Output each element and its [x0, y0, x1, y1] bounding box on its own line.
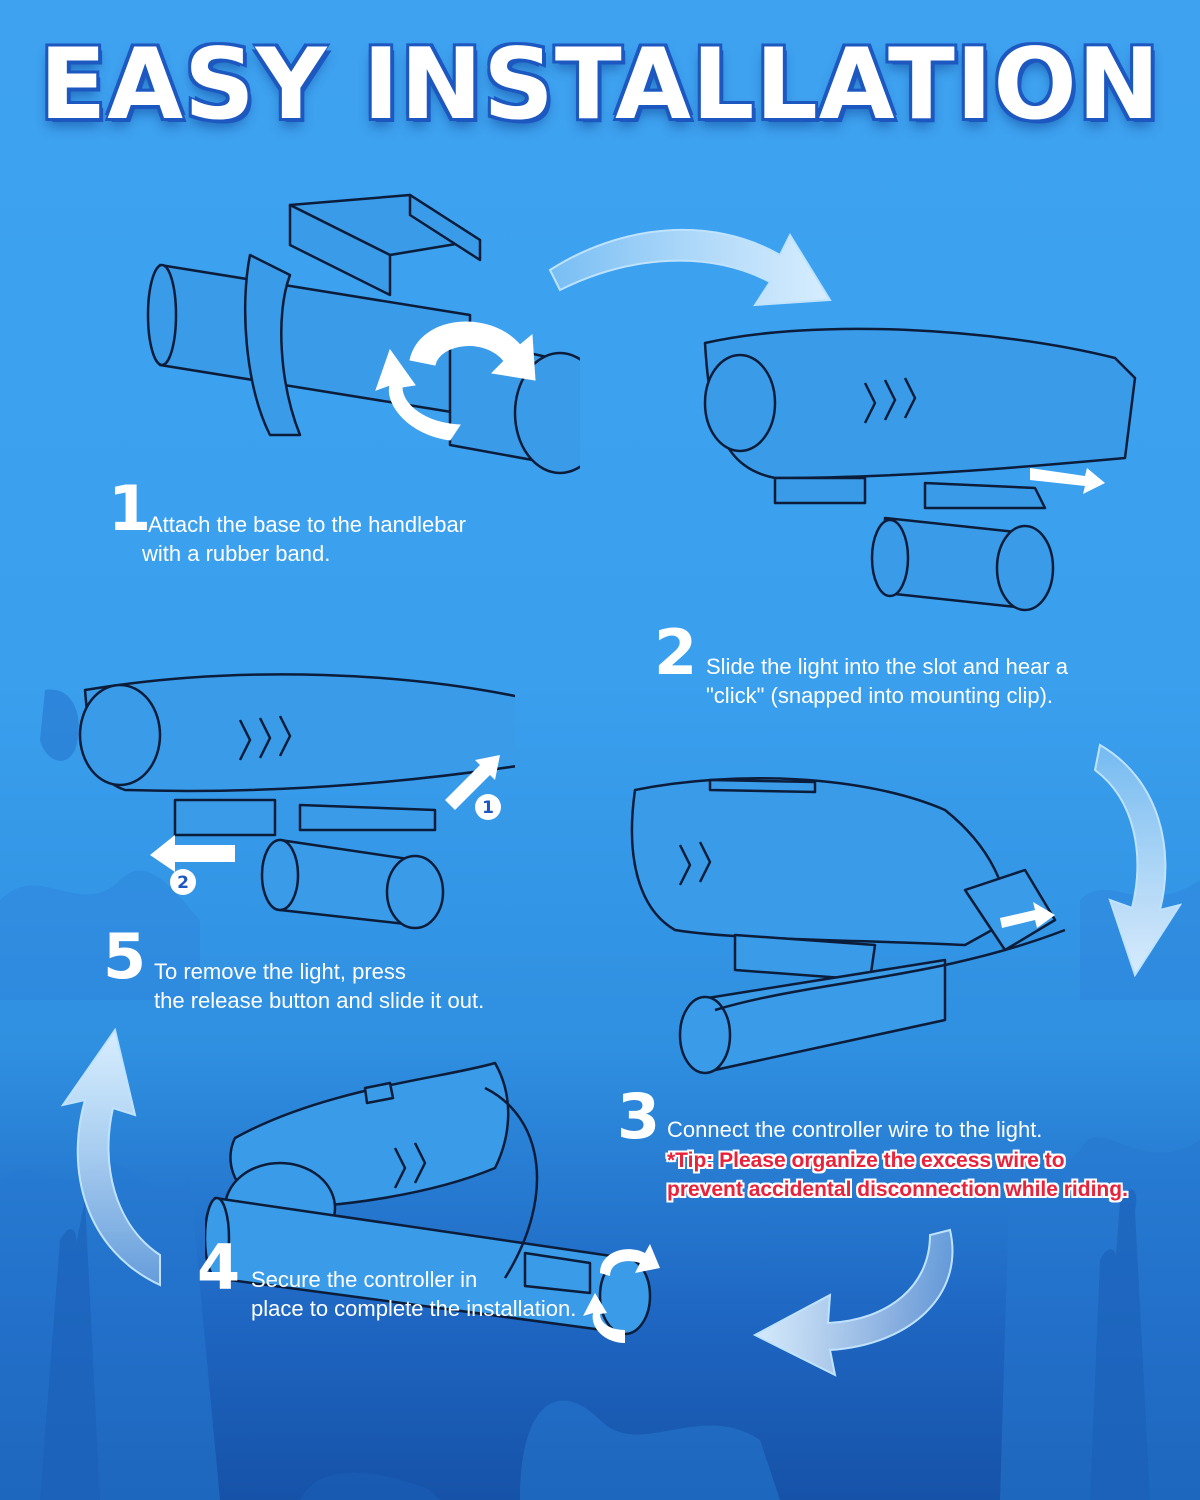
step-4-line-2: place to complete the installation.	[251, 1296, 577, 1321]
shark-light-remove-illustration: 1 2	[40, 673, 515, 930]
step-4-number: 4	[197, 1231, 241, 1304]
controller-secure-illustration	[205, 1061, 660, 1343]
removal-marker-1: 1	[475, 794, 501, 820]
shark-light-wire-illustration	[630, 777, 1066, 1075]
step-3-tip-line-2: prevent accidental disconnection while r…	[667, 1178, 1128, 1201]
step-1-line-1: Attach the base to the handlebar	[148, 512, 467, 537]
step-5-number: 5	[103, 920, 147, 993]
handlebar-mount-illustration	[146, 193, 580, 475]
step-2-line-2: "click" (snapped into mounting clip).	[706, 683, 1054, 708]
removal-marker-1-label: 1	[482, 798, 494, 818]
flow-arrow-icon	[1093, 743, 1183, 978]
removal-marker-2: 2	[170, 869, 196, 895]
step-5-text: To remove the light, press the release b…	[154, 957, 484, 1015]
rotate-arrow-icon	[583, 1244, 660, 1343]
step-2-line-1: Slide the light into the slot and hear a	[706, 654, 1069, 679]
step-3-number: 3	[617, 1080, 661, 1153]
step-4-text: Secure the controller in place to comple…	[251, 1265, 576, 1323]
flow-arrow-icon	[752, 1228, 954, 1377]
page-title: EASY INSTALLATION	[39, 28, 1161, 142]
step-5-line-1: To remove the light, press	[154, 959, 406, 984]
step-2-number: 2	[654, 616, 698, 689]
step-1-line-2: with a rubber band.	[142, 541, 331, 566]
step-5-line-2: the release button and slide it out.	[154, 988, 485, 1013]
shark-light-slide-illustration	[703, 327, 1137, 612]
flow-arrow-icon	[60, 1027, 161, 1287]
slide-arrow-icon	[150, 755, 500, 872]
shark-light-icon	[630, 777, 1012, 947]
step-3-text: Connect the controller wire to the light…	[667, 1117, 1043, 1142]
slide-arrow-icon	[1000, 902, 1055, 928]
removal-marker-2-label: 2	[177, 873, 189, 893]
shark-light-icon	[703, 327, 1137, 480]
slide-arrow-icon	[1030, 468, 1105, 494]
rotate-arrow-icon	[375, 321, 536, 441]
flow-arrow-icon	[548, 228, 832, 307]
step-1-number: 1	[108, 472, 152, 545]
step-3-tip: *Tip: Please organize the excess wire to…	[667, 1146, 1128, 1204]
step-1-text: Attach the base to the handlebar with a …	[142, 510, 467, 568]
step-4-line-1: Secure the controller in	[251, 1267, 478, 1292]
step-2-text: Slide the light into the slot and hear a…	[706, 652, 1068, 710]
step-3-tip-line-1: *Tip: Please organize the excess wire to	[667, 1149, 1065, 1172]
